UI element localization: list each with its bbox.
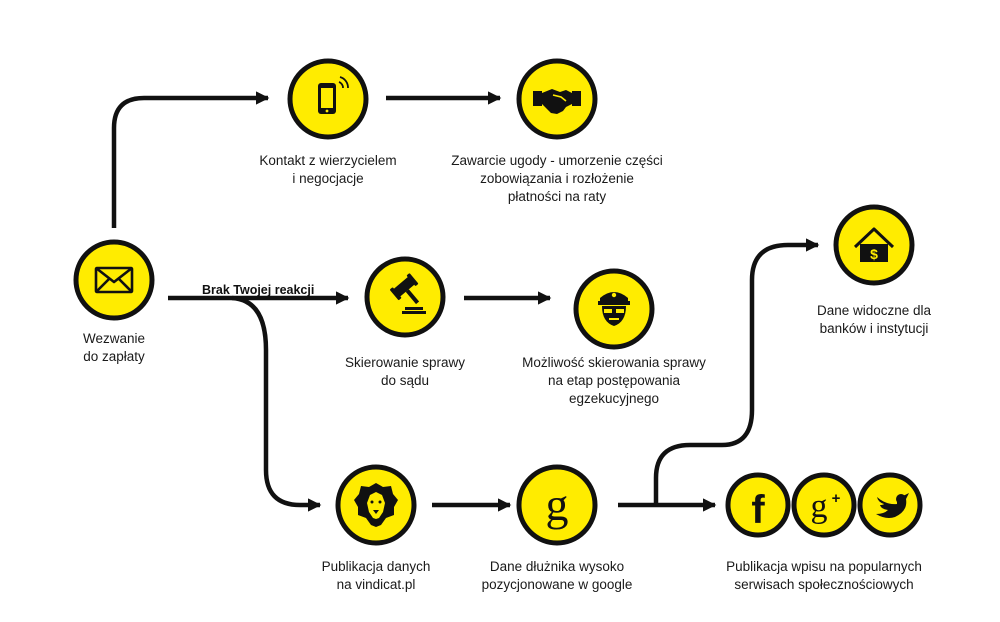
connector-branch-publication [231, 295, 322, 512]
node-google-circle [516, 464, 598, 546]
svg-text:$: $ [870, 246, 878, 262]
node-summons-label: Wezwanie do zapłaty [54, 330, 174, 366]
lion-icon [354, 483, 398, 527]
node-bailiff-label: Możliwość skierowania sprawy na etap pos… [509, 354, 719, 408]
node-publication-line-2: na vindicat.pl [336, 577, 416, 592]
node-social-label: Publikacja wpisu na popularnych serwisac… [704, 558, 944, 594]
node-agreement-line-2: zobowiązania i rozłożenie [480, 171, 634, 186]
house-dollar-icon: $ [853, 227, 895, 262]
node-contact-line-2: i negocjacje [292, 171, 364, 186]
node-banks-line-1: Dane widoczne dla [816, 303, 932, 318]
node-agreement-line-1: Zawarcie ugody - umorzenie części [451, 153, 663, 168]
node-googleplus-circle [791, 472, 857, 538]
twitter-icon [876, 493, 909, 518]
node-agreement-line-3: płatności na raty [507, 189, 607, 204]
node-bailiff-line-1: Możliwość skierowania sprawy [522, 355, 706, 370]
node-summons-line-2: do zapłaty [83, 349, 145, 364]
svg-text:g: g [811, 488, 828, 525]
google-icon: g [546, 479, 569, 530]
envelope-icon [94, 266, 134, 294]
node-google-label: Dane dłużnika wysoko pozycjonowane w goo… [467, 558, 647, 594]
node-court-line-1: Skierowanie sprawy [344, 355, 466, 370]
node-publication-line-1: Publikacja danych [321, 559, 431, 574]
phone-icon [318, 76, 349, 114]
node-summons-circle [73, 239, 155, 321]
node-banks-line-2: banków i instytucji [819, 321, 929, 336]
node-publication-label: Publikacja danych na vindicat.pl [296, 558, 456, 594]
node-google-line-1: Dane dłużnika wysoko [489, 559, 625, 574]
svg-text:+: + [832, 490, 841, 507]
gavel-icon [390, 273, 426, 314]
google-plus-icon: g + [811, 488, 841, 525]
node-contact-line-1: Kontakt z wierzycielem [259, 153, 397, 168]
node-bailiff-line-3: egzekucyjnego [568, 391, 660, 406]
node-summons-line-1: Wezwanie [82, 331, 146, 346]
node-court-label: Skierowanie sprawy do sądu [325, 354, 485, 390]
connector-google-banks [653, 238, 820, 505]
node-court-circle [364, 256, 446, 338]
connector-summons-contact [111, 91, 270, 228]
node-google-line-2: pozycjonowane w google [481, 577, 633, 592]
node-contact-label: Kontakt z wierzycielem i negocjacje [238, 152, 418, 188]
facebook-icon: f [751, 488, 765, 532]
node-social-line-2: serwisach społecznościowych [734, 577, 914, 592]
node-facebook-circle [725, 472, 791, 538]
node-banks-label: Dane widoczne dla banków i instytucji [799, 302, 949, 338]
node-social-line-1: Publikacja wpisu na popularnych [726, 559, 922, 574]
node-bailiff-line-2: na etap postępowania [547, 373, 681, 388]
police-icon [598, 292, 630, 326]
edge-label-no-reaction: Brak Twojej reakcji [202, 283, 315, 297]
node-agreement-label: Zawarcie ugody - umorzenie części zobowi… [432, 152, 682, 206]
handshake-icon [533, 89, 581, 114]
node-court-line-2: do sądu [380, 373, 430, 388]
